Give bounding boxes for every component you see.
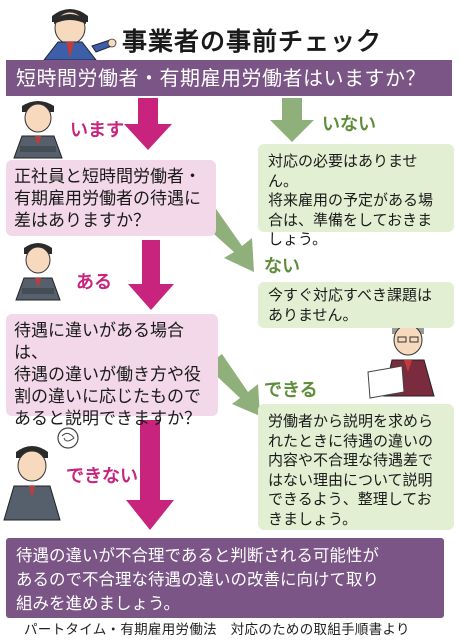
source-citation: パートタイム・有期雇用労働法 対応のための取組手順書より <box>24 622 410 638</box>
dekiru-line-5: できるよう、整理してお <box>268 490 432 508</box>
inai-line-4: しょう。 <box>268 230 328 248</box>
arrow-dekinai <box>126 420 174 530</box>
final-line-2: あるので不合理な待遇の違いの改善に向けて取り <box>16 570 379 589</box>
arrow-aru <box>128 240 174 310</box>
worried-man-figure <box>3 427 79 521</box>
arrow-dekiru <box>206 354 260 416</box>
q2-line-3: 差はありますか？ <box>14 211 150 231</box>
older-man-with-document-figure <box>367 323 435 399</box>
dekiru-line-1: 労働者から説明を求めら <box>268 412 434 430</box>
label-imasu: います <box>70 120 124 141</box>
page-title: 事業者の事前チェック <box>122 27 383 56</box>
question-employees: 短時間労働者・有期雇用労働者はいますか？ <box>6 60 452 96</box>
businessman-arms-crossed-figure-1 <box>13 101 63 159</box>
inai-line-2: 将来雇用の予定がある場 <box>268 191 434 209</box>
nai-line-2: ありません。 <box>268 305 358 324</box>
final-line-1: 待遇の違いが不合理であると判断される可能性が <box>16 546 379 565</box>
question-can-explain: 待遇に違いがある場合は、 待遇の違いが働き方や役 割の違いに応じたもので あると… <box>6 314 218 429</box>
arrow-inai <box>270 98 314 142</box>
dekiru-line-6: きましょう。 <box>268 509 358 528</box>
result-no-difference: 今すぐ対応すべき課題は ありません。 <box>258 282 454 328</box>
q3-line-3: 割の違いに応じたもので <box>14 387 201 407</box>
businessman-arms-crossed-figure-2 <box>15 243 61 301</box>
q2-line-2: 有期雇用労働者の待遇に <box>14 189 201 209</box>
label-nai: ない <box>264 256 300 277</box>
label-dekiru: できる <box>264 380 318 401</box>
inai-line-1: 対応の必要はありません。 <box>268 152 418 190</box>
dekiru-line-3: 内容や不合理な待遇差で <box>268 451 434 469</box>
inai-line-3: 合は、準備をしておきま <box>268 210 433 229</box>
final-line-3: 組みを進めましょう。 <box>16 594 181 613</box>
dekiru-line-4: はない理由について説明 <box>268 470 433 489</box>
q3-line-4: あると説明できますか？ <box>14 409 201 429</box>
arrow-imasu <box>124 98 172 150</box>
label-inai: いない <box>322 114 376 135</box>
businessman-pointing-figure <box>42 9 117 61</box>
result-no-employees: 対応の必要はありません。 将来雇用の予定がある場 合は、準備をしておきま しょう… <box>258 144 454 248</box>
label-aru: ある <box>76 272 112 293</box>
q3-line-2: 待遇の違いが働き方や役 <box>14 365 201 385</box>
nai-line-1: 今すぐ対応すべき課題は <box>268 286 432 304</box>
q2-line-1: 正社員と短時間労働者・ <box>14 167 201 187</box>
question-treatment-difference: 正社員と短時間労働者・ 有期雇用労働者の待遇に 差はありますか？ <box>6 160 216 236</box>
result-cannot-explain: 待遇の違いが不合理であると判断される可能性が あるので不合理な待遇の違いの改善に… <box>6 538 444 618</box>
q3-line-1: 待遇に違いがある場合は、 <box>14 321 184 363</box>
label-dekinai: できない <box>66 466 138 487</box>
dekiru-line-2: れたときに待遇の違いの <box>268 431 434 450</box>
result-can-explain: 労働者から説明を求めら れたときに待遇の違いの 内容や不合理な待遇差で はない理… <box>258 404 454 530</box>
